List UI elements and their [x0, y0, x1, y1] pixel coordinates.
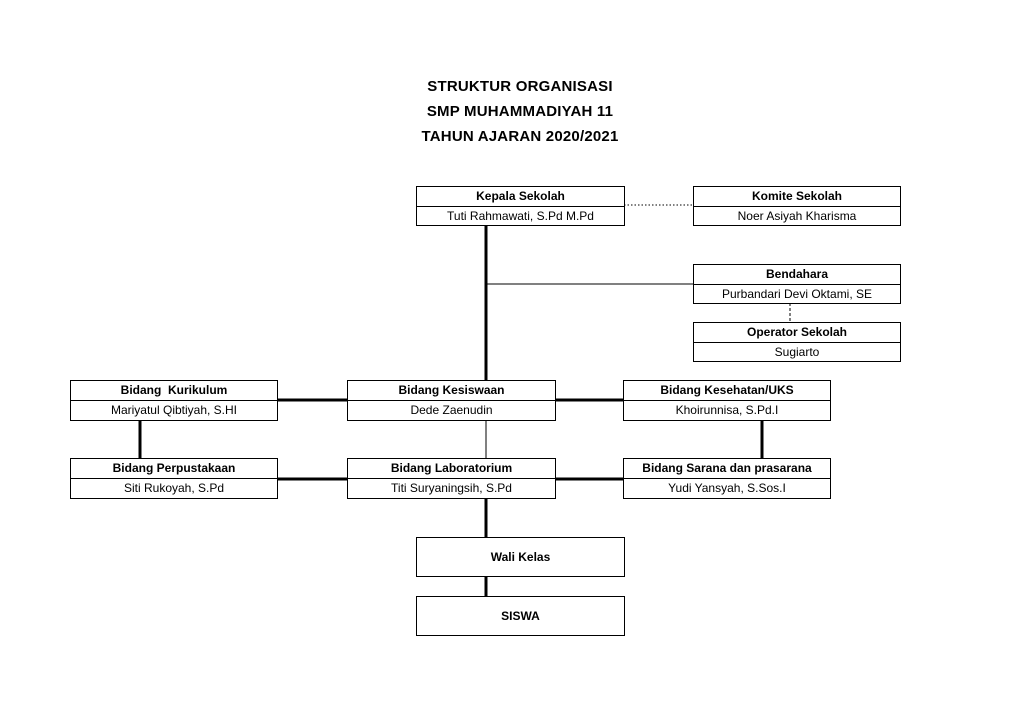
node-role: Bidang Perpustakaan: [71, 459, 277, 479]
node-role: Bidang Kurikulum: [71, 381, 277, 401]
node-role: Bidang Kesehatan/UKS: [624, 381, 830, 401]
node-role: Bidang Kesiswaan: [348, 381, 555, 401]
node-bidang-laboratorium: Bidang Laboratorium Titi Suryaningsih, S…: [347, 458, 556, 499]
node-person: Khoirunnisa, S.Pd.I: [675, 403, 779, 417]
node-person: Noer Asiyah Kharisma: [737, 209, 857, 223]
node-person: Siti Rukoyah, S.Pd: [123, 481, 225, 495]
node-bidang-kesiswaan: Bidang Kesiswaan Dede Zaenudin: [347, 380, 556, 421]
node-role: Komite Sekolah: [694, 187, 900, 207]
chart-title-line-3: TAHUN AJARAN 2020/2021: [421, 128, 619, 145]
node-role: Operator Sekolah: [694, 323, 900, 343]
node-role: Wali Kelas: [490, 550, 551, 564]
node-bidang-kesehatan: Bidang Kesehatan/UKS Khoirunnisa, S.Pd.I: [623, 380, 831, 421]
node-person: Dede Zaenudin: [410, 403, 493, 417]
node-bidang-kurikulum: Bidang Kurikulum Mariyatul Qibtiyah, S.H…: [70, 380, 278, 421]
node-bidang-sarana: Bidang Sarana dan prasarana Yudi Yansyah…: [623, 458, 831, 499]
node-komite-sekolah: Komite Sekolah Noer Asiyah Kharisma: [693, 186, 901, 226]
node-person: Titi Suryaningsih, S.Pd: [391, 481, 512, 495]
node-person: Yudi Yansyah, S.Sos.I: [668, 481, 786, 495]
chart-title-line-1: STRUKTUR ORGANISASI: [427, 78, 613, 95]
node-bendahara: Bendahara Purbandari Devi Oktami, SE: [693, 264, 901, 304]
node-operator-sekolah: Operator Sekolah Sugiarto: [693, 322, 901, 362]
node-role: Bidang Laboratorium: [348, 459, 555, 479]
node-role: Bidang Sarana dan prasarana: [624, 459, 830, 479]
node-person: Sugiarto: [774, 345, 820, 359]
node-person: Mariyatul Qibtiyah, S.HI: [110, 403, 238, 417]
node-person: Tuti Rahmawati, S.Pd M.Pd: [447, 209, 594, 223]
node-role: Kepala Sekolah: [417, 187, 624, 207]
node-siswa: SISWA: [416, 596, 625, 636]
node-bidang-perpustakaan: Bidang Perpustakaan Siti Rukoyah, S.Pd: [70, 458, 278, 499]
node-person: Purbandari Devi Oktami, SE: [721, 287, 873, 301]
node-role: Bendahara: [694, 265, 900, 285]
node-role: SISWA: [501, 609, 540, 623]
chart-title-line-2: SMP MUHAMMADIYAH 11: [426, 103, 614, 120]
node-wali-kelas: Wali Kelas: [416, 537, 625, 577]
node-kepala-sekolah: Kepala Sekolah Tuti Rahmawati, S.Pd M.Pd: [416, 186, 625, 226]
